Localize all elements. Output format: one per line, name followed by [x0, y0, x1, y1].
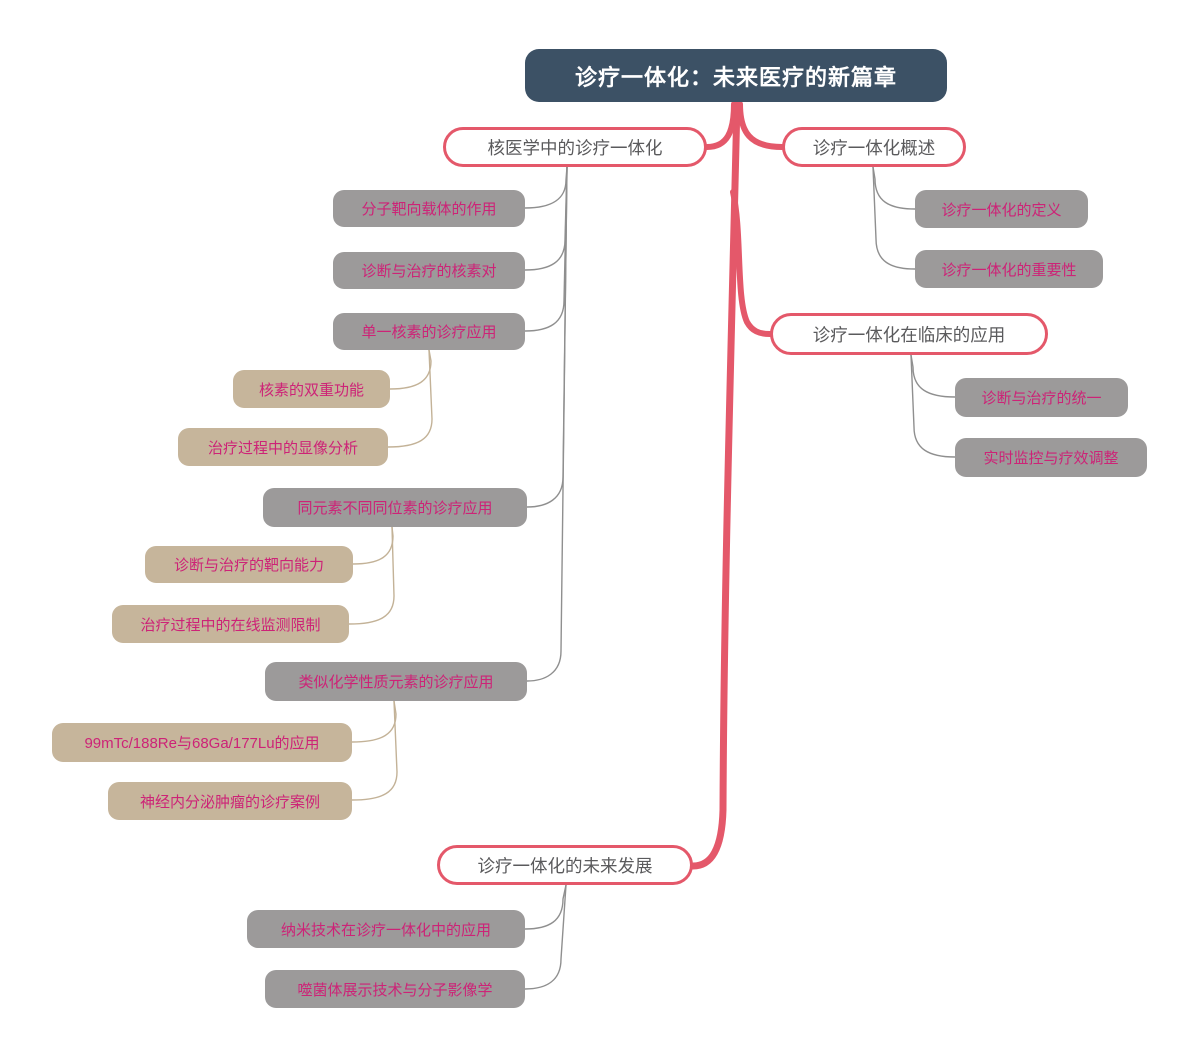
subtopic-nanotechnology[interactable]: 纳米技术在诊疗一体化中的应用 [247, 910, 525, 948]
conn-s4-u3 [352, 526, 394, 565]
subtopic-single-nuclide[interactable]: 单一核素的诊疗应用 [333, 313, 525, 350]
conn-s5-u5 [351, 700, 397, 743]
conn-t4-s10 [524, 884, 567, 930]
conn-t1-s5 [526, 166, 568, 682]
topic-clinical-application[interactable]: 诊疗一体化在临床的应用 [770, 313, 1048, 355]
branch-root-nuclear [704, 101, 737, 150]
conn-t1-s1 [524, 166, 568, 209]
branch-root-future [689, 98, 741, 870]
conn-s4-u4 [348, 526, 395, 625]
conn-s3-u1 [389, 349, 432, 390]
leaf-targeting-ability[interactable]: 诊断与治疗的靶向能力 [145, 546, 353, 583]
gray-connectors [524, 166, 956, 990]
subtopic-definition[interactable]: 诊疗一体化的定义 [915, 190, 1088, 228]
subtopic-molecular-carrier[interactable]: 分子靶向载体的作用 [333, 190, 525, 227]
conn-s3-u2 [387, 349, 433, 448]
subtopic-realtime-monitoring[interactable]: 实时监控与疗效调整 [955, 438, 1147, 477]
leaf-imaging-analysis[interactable]: 治疗过程中的显像分析 [178, 428, 388, 466]
branch-root-clinical [730, 189, 773, 337]
conn-t1-s3 [524, 166, 568, 332]
conn-t3-s9 [910, 354, 956, 458]
conn-t1-s4 [526, 166, 568, 508]
topic-future-development[interactable]: 诊疗一体化的未来发展 [437, 845, 693, 885]
conn-t1-s2 [524, 166, 568, 271]
subtopic-importance[interactable]: 诊疗一体化的重要性 [915, 250, 1103, 288]
conn-t4-s11 [524, 884, 567, 990]
leaf-dual-function[interactable]: 核素的双重功能 [233, 370, 390, 408]
topic-nuclear-medicine[interactable]: 核医学中的诊疗一体化 [443, 127, 707, 167]
subtopic-similar-chemical-elements[interactable]: 类似化学性质元素的诊疗应用 [265, 662, 527, 701]
red-branches [689, 98, 785, 870]
topic-overview[interactable]: 诊疗一体化概述 [782, 127, 966, 167]
subtopic-same-element-isotopes[interactable]: 同元素不同同位素的诊疗应用 [263, 488, 527, 527]
branch-root-overview [737, 101, 785, 150]
tan-connectors [348, 349, 433, 801]
subtopic-diagnosis-treatment-unity[interactable]: 诊断与治疗的统一 [955, 378, 1128, 417]
subtopic-phage-display[interactable]: 噬菌体展示技术与分子影像学 [265, 970, 525, 1008]
leaf-online-monitoring-limit[interactable]: 治疗过程中的在线监测限制 [112, 605, 349, 643]
root-node[interactable]: 诊疗一体化：未来医疗的新篇章 [525, 49, 947, 102]
leaf-neuroendocrine-case[interactable]: 神经内分泌肿瘤的诊疗案例 [108, 782, 352, 820]
conn-t2-s6 [872, 166, 916, 210]
subtopic-nuclide-pair[interactable]: 诊断与治疗的核素对 [333, 252, 525, 289]
conn-t2-s7 [872, 166, 916, 270]
conn-t3-s8 [910, 354, 956, 398]
leaf-isotope-application[interactable]: 99mTc/188Re与68Ga/177Lu的应用 [52, 723, 352, 762]
conn-s5-u6 [351, 700, 398, 801]
